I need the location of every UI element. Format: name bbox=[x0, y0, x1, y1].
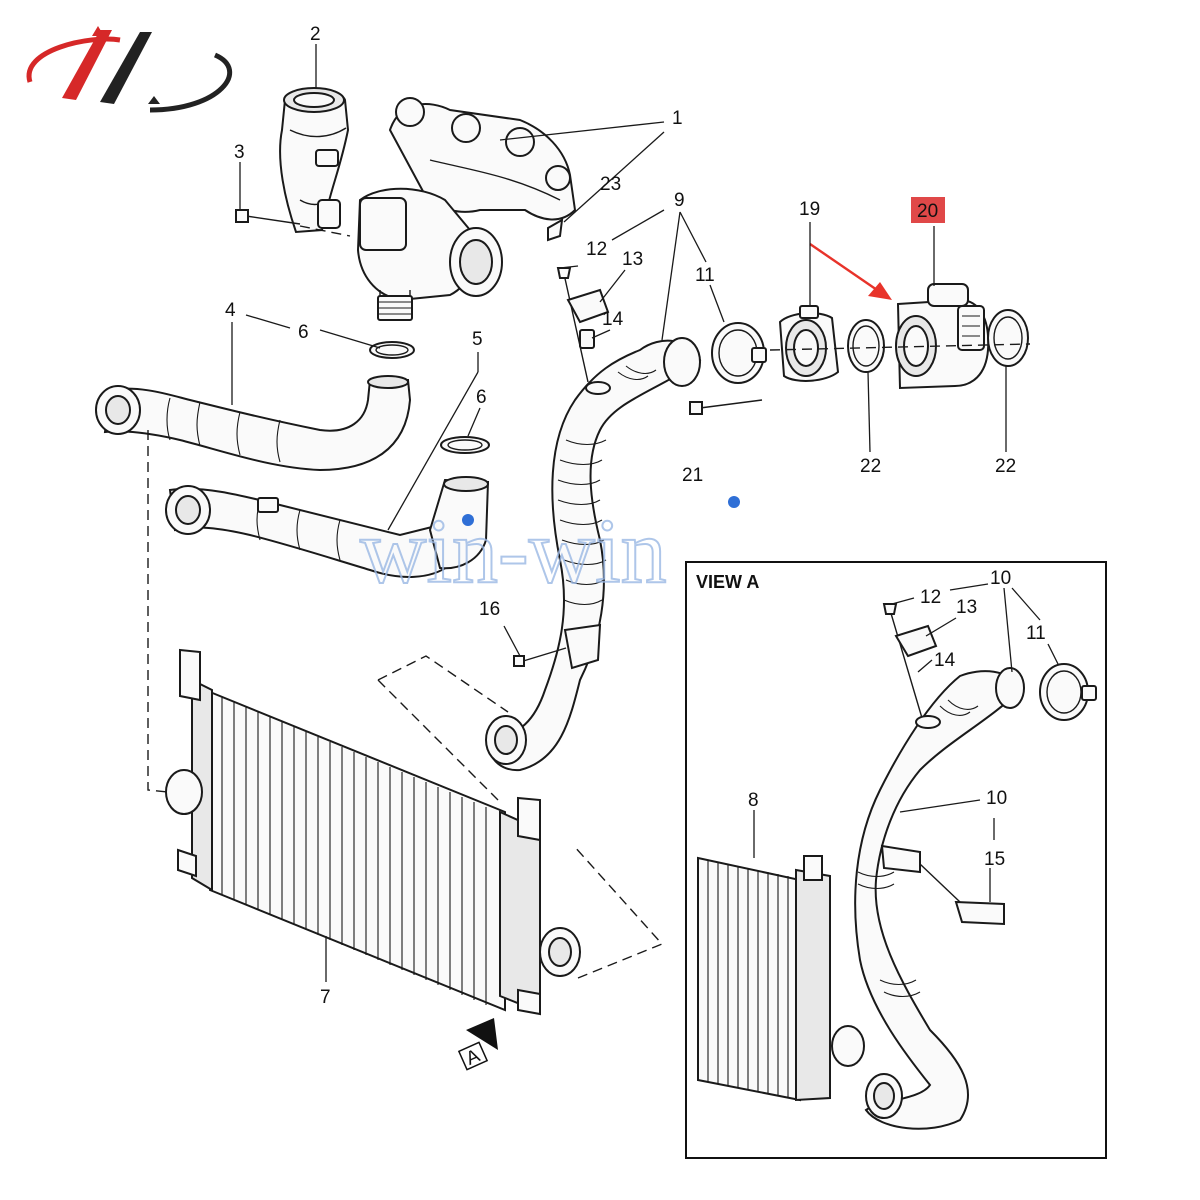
brand-logo bbox=[26, 26, 233, 113]
view-a-marker: A bbox=[457, 1018, 498, 1071]
callout-3: 3 bbox=[234, 142, 245, 163]
clamp-6-upper bbox=[369, 341, 415, 359]
view-a-title: VIEW A bbox=[696, 572, 759, 592]
seal-22-left bbox=[847, 319, 885, 373]
view-a-callout-10-mid: 10 bbox=[986, 788, 1007, 809]
bolt-16 bbox=[513, 647, 567, 667]
upper-charge-air-hose bbox=[95, 375, 412, 472]
turbocharger-assembly bbox=[279, 87, 577, 321]
callout-12: 12 bbox=[586, 239, 607, 260]
callout-9: 9 bbox=[674, 190, 685, 211]
view-a-callout-14: 14 bbox=[934, 650, 956, 671]
bolt-3 bbox=[235, 209, 351, 237]
throttle-housing-19 bbox=[689, 305, 840, 415]
callout-22-left: 22 bbox=[860, 456, 881, 477]
throttle-valve-20 bbox=[895, 283, 990, 390]
highlight-arrow bbox=[809, 243, 892, 300]
view-a-callout-11: 11 bbox=[1026, 623, 1046, 644]
clamp-6-lower bbox=[440, 436, 490, 454]
callout-16: 16 bbox=[479, 599, 500, 620]
callout-leaders bbox=[231, 44, 1007, 982]
callout-23: 23 bbox=[600, 174, 621, 195]
callout-labels: 1 2 3 23 4 6 5 6 7 9 11 12 13 14 16 19 2… bbox=[225, 24, 1016, 1008]
lower-charge-air-hose bbox=[165, 476, 490, 578]
boost-pressure-sensor bbox=[556, 267, 611, 395]
callout-22-right: 22 bbox=[995, 456, 1016, 477]
view-a-callout-15: 15 bbox=[984, 849, 1005, 870]
view-a-callout-12: 12 bbox=[920, 587, 941, 608]
callout-19: 19 bbox=[799, 199, 820, 220]
view-a-callout-8: 8 bbox=[748, 790, 759, 811]
watermark: win-win bbox=[359, 496, 740, 603]
callout-7: 7 bbox=[320, 987, 331, 1008]
watermark-text: win-win bbox=[360, 500, 667, 602]
view-a-inset: VIEW A bbox=[685, 561, 1107, 1159]
callout-13: 13 bbox=[622, 249, 643, 270]
intercooler bbox=[165, 648, 581, 1016]
callout-21: 21 bbox=[682, 465, 703, 486]
callout-20: 20 bbox=[917, 201, 938, 222]
callout-14: 14 bbox=[602, 309, 624, 330]
callout-1: 1 bbox=[672, 108, 683, 129]
callout-4: 4 bbox=[225, 300, 236, 321]
callout-20-highlight bbox=[911, 197, 945, 223]
view-a-callout-10-top: 10 bbox=[990, 568, 1011, 589]
callout-11: 11 bbox=[695, 265, 715, 286]
callout-5: 5 bbox=[472, 329, 483, 350]
seal-22-right bbox=[987, 309, 1029, 367]
callout-2: 2 bbox=[310, 24, 321, 45]
charge-air-outlet-pipe bbox=[485, 337, 702, 772]
callout-6-upper: 6 bbox=[298, 322, 309, 343]
clamp-11 bbox=[711, 322, 767, 384]
view-a-callout-13: 13 bbox=[956, 597, 977, 618]
callout-6-lower: 6 bbox=[476, 387, 487, 408]
intercooler-fins bbox=[221, 697, 487, 1005]
